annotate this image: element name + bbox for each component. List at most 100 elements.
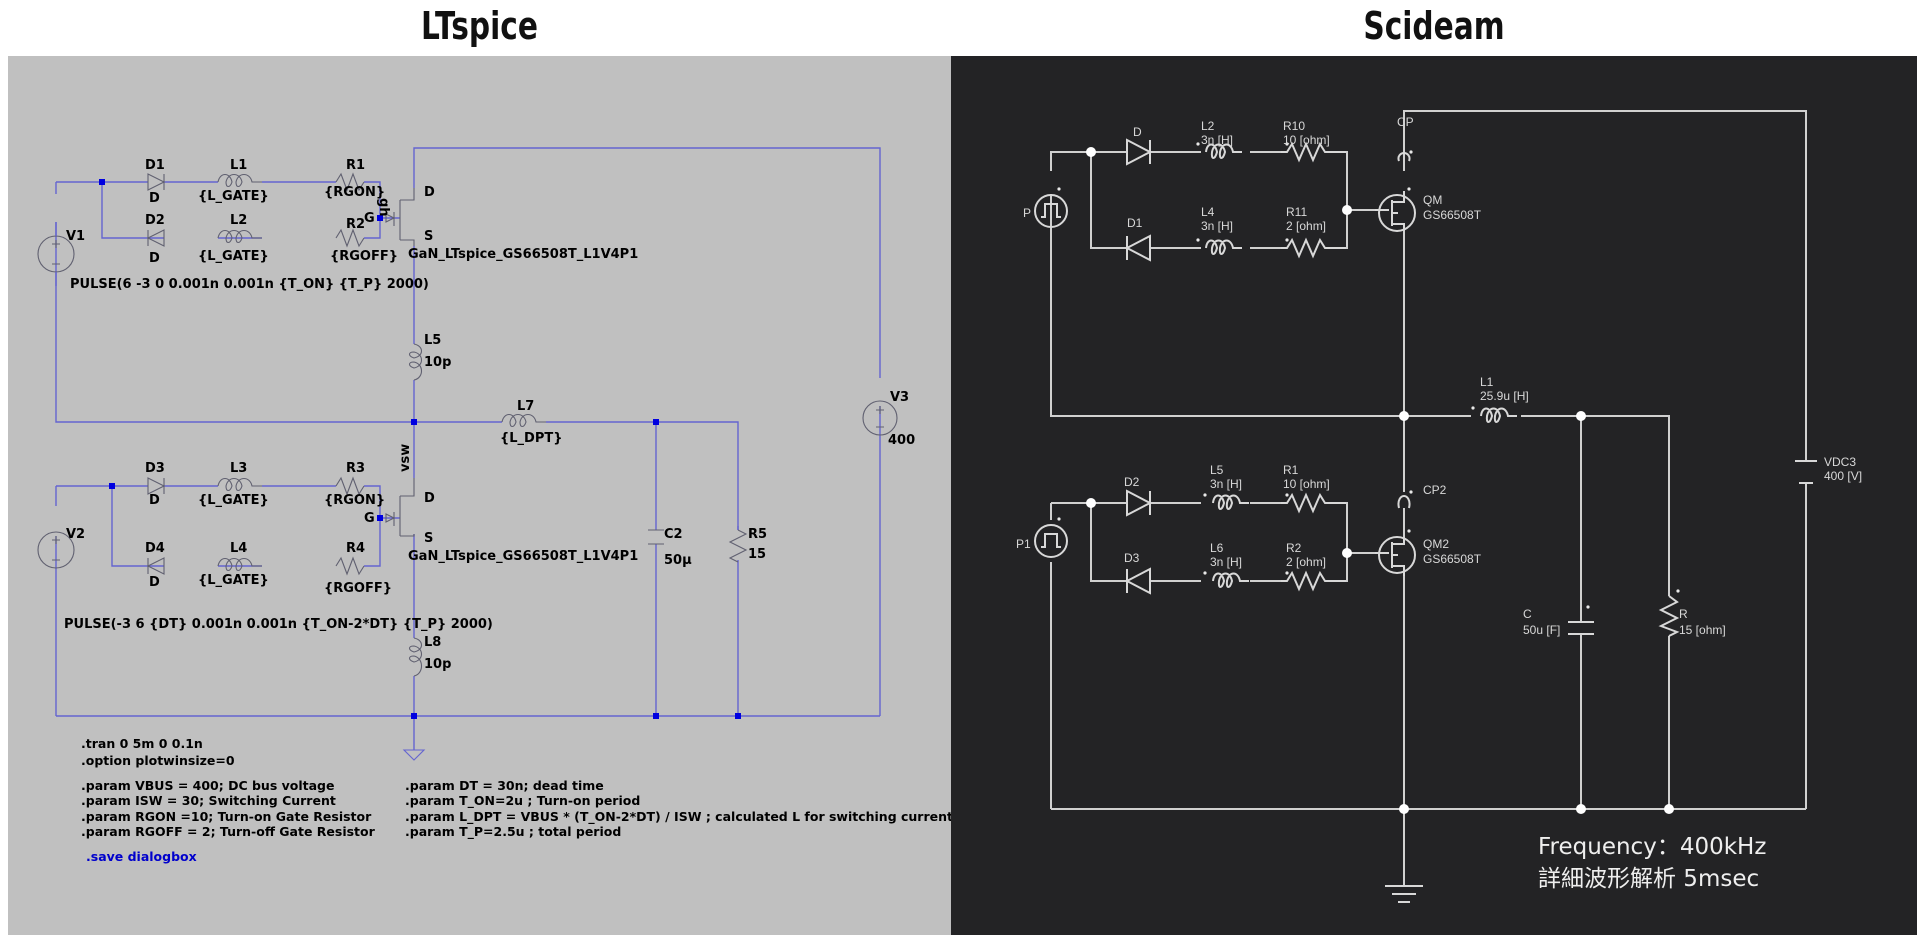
ltspice-schematic-panel[interactable]: V1 V2 V3 400 D1 D D2 D D3 D D4 D L1 {L_G…	[8, 56, 951, 935]
label-cp: CP	[1397, 115, 1414, 129]
label-l1-value: {L_GATE}	[198, 189, 269, 204]
label-r11-value: 2 [ohm]	[1286, 219, 1326, 233]
junction	[1664, 804, 1674, 814]
label-l4-value: {L_GATE}	[198, 573, 269, 588]
label-r11: R11	[1286, 205, 1307, 219]
d3-diode-symbol[interactable]	[1124, 567, 1151, 595]
l6-inductor-symbol[interactable]	[1203, 571, 1249, 588]
scideam-schematic-panel[interactable]: P P1 D D1 D2 D3 L2 3n [H] L4 3n [H] L5 3…	[951, 56, 1917, 935]
scideam-wires	[1050, 110, 1807, 886]
junction	[411, 419, 417, 425]
label-r1-value: {RGON}	[324, 185, 385, 200]
label-l1-value: 25.9u [H]	[1480, 389, 1529, 403]
label-l5-value: 3n [H]	[1210, 477, 1242, 491]
junction	[99, 179, 105, 185]
r-resistor-symbol[interactable]	[1658, 589, 1680, 637]
label-c2: C2	[664, 527, 683, 542]
wire-v1-return	[55, 182, 414, 423]
l2-inductor-symbol[interactable]	[1196, 142, 1242, 159]
cp2-parasitic-symbol[interactable]	[1397, 490, 1413, 509]
spice-directives-right[interactable]: .param DT = 30n; dead time .param T_ON=2…	[405, 778, 951, 840]
label-d4-model: D	[149, 575, 160, 590]
junction	[377, 515, 383, 521]
vdc3-battery-symbol[interactable]	[1795, 460, 1817, 484]
q-high-mosfet-symbol[interactable]	[385, 188, 415, 246]
label-qm2-model: GS66508T	[1423, 552, 1482, 566]
label-vdc3-value: 400 [V]	[1824, 469, 1862, 483]
l8-inductor-symbol[interactable]	[408, 637, 423, 677]
d-diode-symbol[interactable]	[1126, 138, 1153, 166]
directive-ldpt: .param L_DPT = VBUS * (T_ON-2*DT) / ISW …	[405, 809, 951, 825]
wire-low-gate-path	[1150, 502, 1348, 582]
qm2-mosfet-symbol[interactable]	[1375, 529, 1416, 576]
label-p1: P1	[1016, 537, 1031, 551]
ltspice-schematic[interactable]: V1 V2 V3 400 D1 D D2 D D3 D D4 D L1 {L_G…	[8, 56, 951, 935]
l1-inductor-symbol[interactable]	[1471, 406, 1517, 423]
label-l5: L5	[1210, 463, 1224, 477]
p1-pulse-source-symbol[interactable]	[1034, 517, 1068, 558]
v3-source-symbol[interactable]	[862, 400, 898, 436]
label-r2: R2	[1286, 541, 1302, 555]
directive-vbus: .param VBUS = 400; DC bus voltage	[81, 778, 334, 793]
wire-vbus	[413, 147, 881, 716]
l1-inductor-symbol[interactable]	[217, 173, 262, 188]
scideam-nodes	[1086, 147, 1674, 814]
spice-directives-left[interactable]: .tran 0 5m 0 0.1n .option plotwinsize=0 …	[81, 736, 376, 864]
junction	[377, 215, 383, 221]
v2-source-symbol[interactable]	[37, 531, 75, 569]
d3-diode-symbol[interactable]	[147, 477, 166, 495]
wire-ground	[56, 715, 880, 750]
p-pulse-source-symbol[interactable]	[1034, 187, 1068, 228]
l2-inductor-symbol[interactable]	[217, 229, 262, 244]
qm-mosfet-symbol[interactable]	[1375, 187, 1416, 232]
label-l6-value: 3n [H]	[1210, 555, 1242, 569]
r1-resistor-symbol[interactable]	[335, 172, 365, 192]
l3-inductor-symbol[interactable]	[217, 477, 262, 492]
l5-inductor-symbol[interactable]	[1203, 493, 1249, 510]
c2-capacitor-symbol[interactable]	[648, 529, 664, 545]
l7-inductor-symbol[interactable]	[501, 413, 546, 428]
junction	[1399, 804, 1409, 814]
cp-parasitic-symbol[interactable]	[1397, 150, 1413, 162]
label-q-high-drain: D	[424, 185, 435, 200]
d2-diode-symbol[interactable]	[1126, 489, 1153, 517]
r2-resistor-symbol[interactable]	[1281, 570, 1346, 592]
l4-inductor-symbol[interactable]	[1196, 238, 1242, 255]
label-l4: L4	[230, 541, 247, 556]
label-q-high-gate: G	[364, 211, 375, 226]
label-r2: R2	[346, 217, 365, 232]
label-r5: R5	[748, 527, 767, 542]
directive-save: .save dialogbox	[86, 849, 197, 864]
r3-resistor-symbol[interactable]	[335, 476, 365, 496]
r10-resistor-symbol[interactable]	[1281, 141, 1346, 163]
d2-diode-symbol[interactable]	[146, 229, 165, 247]
label-qm-model: GS66508T	[1423, 208, 1482, 222]
q-low-mosfet-symbol[interactable]	[385, 478, 415, 537]
label-r1-value: 10 [ohm]	[1283, 477, 1330, 491]
label-r2-value: {RGOFF}	[330, 249, 398, 264]
l5-inductor-symbol[interactable]	[408, 343, 423, 381]
r4-resistor-symbol[interactable]	[335, 556, 365, 576]
label-l8: L8	[424, 635, 441, 650]
label-d: D	[1133, 125, 1142, 139]
r11-resistor-symbol[interactable]	[1281, 237, 1346, 259]
scideam-schematic[interactable]: P P1 D D1 D2 D3 L2 3n [H] L4 3n [H] L5 3…	[951, 56, 1917, 935]
r5-resistor-symbol[interactable]	[728, 526, 748, 563]
label-c-value: 50u [F]	[1523, 623, 1560, 637]
c-capacitor-symbol[interactable]	[1568, 605, 1594, 635]
label-r2-value: 2 [ohm]	[1286, 555, 1326, 569]
ltspice-nodes	[99, 179, 741, 719]
v1-source-symbol[interactable]	[37, 222, 75, 286]
label-r1: R1	[1283, 463, 1299, 477]
d1-diode-symbol[interactable]	[147, 173, 166, 191]
wire-p-gate	[1050, 151, 1127, 249]
d1-diode-symbol[interactable]	[1124, 234, 1151, 262]
wire-high-gate-path	[1150, 151, 1348, 249]
l4-inductor-symbol[interactable]	[217, 557, 262, 572]
r2-resistor-symbol[interactable]	[335, 228, 365, 248]
label-l7: L7	[517, 399, 534, 414]
r1-resistor-symbol[interactable]	[1281, 492, 1346, 514]
wire-p-return	[1050, 194, 1404, 417]
d4-diode-symbol[interactable]	[146, 557, 165, 575]
junction	[1399, 411, 1409, 421]
